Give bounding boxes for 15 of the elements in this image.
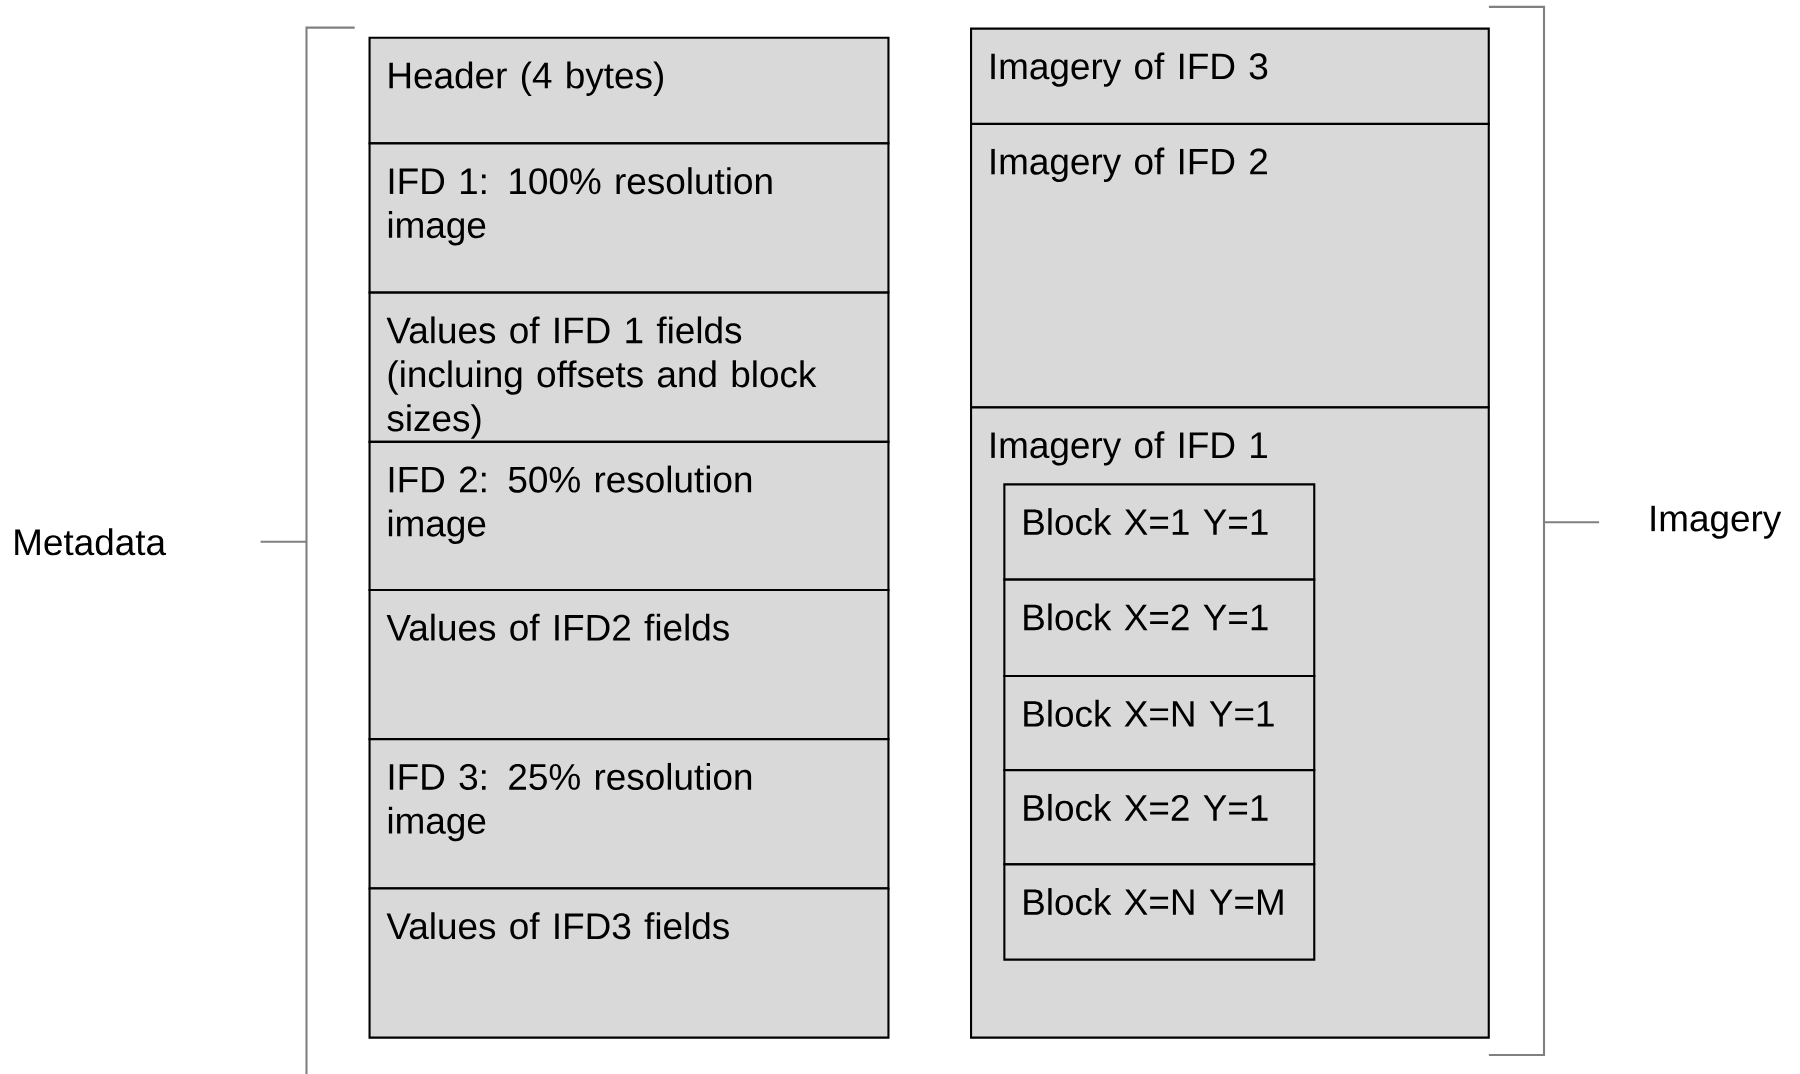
bracket-label: Metadata (15, 528, 167, 556)
block-cell: Block X=2 Y=1 (1003, 769, 1316, 866)
block-cell: Block X=2 Y=1 (1003, 578, 1316, 678)
layer-box: IFD 3: 25% resolution image (368, 738, 890, 890)
block-cell: Block X=N Y=M (1003, 863, 1316, 961)
block-cell: Block X=1 Y=1 (1003, 483, 1316, 581)
layer-box: IFD 2: 50% resolution image (368, 440, 890, 591)
layer-box: Values of IFD3 fields (368, 887, 890, 1039)
layer-box: Values of IFD2 fields (368, 588, 890, 741)
layer-box: Imagery of IFD 3 (970, 27, 1490, 125)
layer-box: IFD 1: 100% resolution image (368, 142, 890, 294)
bracket-label: Imagery (1651, 505, 1782, 539)
block-cell: Block X=N Y=1 (1003, 675, 1316, 772)
layer-box: Values of IFD 1 fields (incluing offsets and block sizes) (368, 291, 890, 443)
layer-box: Header (4 bytes) (368, 36, 890, 145)
